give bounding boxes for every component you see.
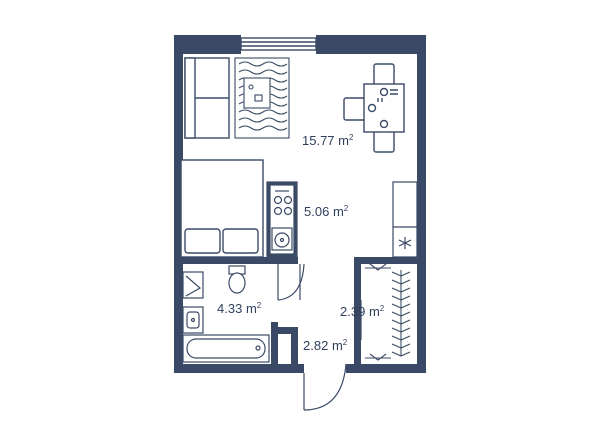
- washbasin-icon: [182, 271, 204, 299]
- wall-top-left: [174, 35, 241, 54]
- wall-bathroom-top: [174, 257, 278, 264]
- walls: [174, 35, 426, 373]
- chair-icon: [373, 63, 395, 87]
- sofa-icon: [184, 57, 230, 139]
- chair-icon: [373, 129, 395, 153]
- wall-closet-box-side: [291, 327, 298, 364]
- dining-table-icon: [343, 63, 405, 153]
- wall-bottom-left: [174, 364, 304, 373]
- washbasin-icon: [182, 306, 204, 334]
- area-label-bathroom: 4.33 m2: [217, 301, 262, 316]
- area-label-hallway: 2.82 m2: [303, 338, 348, 353]
- hanger-icon: [365, 263, 411, 361]
- chair-icon: [343, 97, 367, 121]
- window-icon: [240, 37, 317, 51]
- bathtub-icon: [182, 334, 270, 363]
- sink-icon: [271, 227, 293, 251]
- wall-closet-box: [278, 327, 298, 334]
- wall-right: [417, 35, 426, 373]
- area-label-living-room: 15.77 m2: [302, 133, 354, 148]
- rug-icon: [234, 57, 290, 139]
- wall-wardrobe-left: [354, 257, 361, 367]
- wall-bathroom-right: [271, 322, 278, 367]
- fridge-icon: [392, 181, 418, 258]
- wall-bottom-right: [346, 364, 426, 373]
- area-label-wardrobe: 2.39 m2: [340, 304, 385, 319]
- wall-wardrobe-top: [361, 257, 426, 264]
- wall-left: [174, 35, 183, 373]
- area-label-kitchen: 5.06 m2: [304, 204, 349, 219]
- bed-icon: [180, 159, 264, 258]
- toilet-icon: [228, 265, 246, 294]
- wall-top-right: [316, 35, 426, 54]
- wall-partition-small: [278, 257, 298, 264]
- door-icon: [277, 263, 362, 411]
